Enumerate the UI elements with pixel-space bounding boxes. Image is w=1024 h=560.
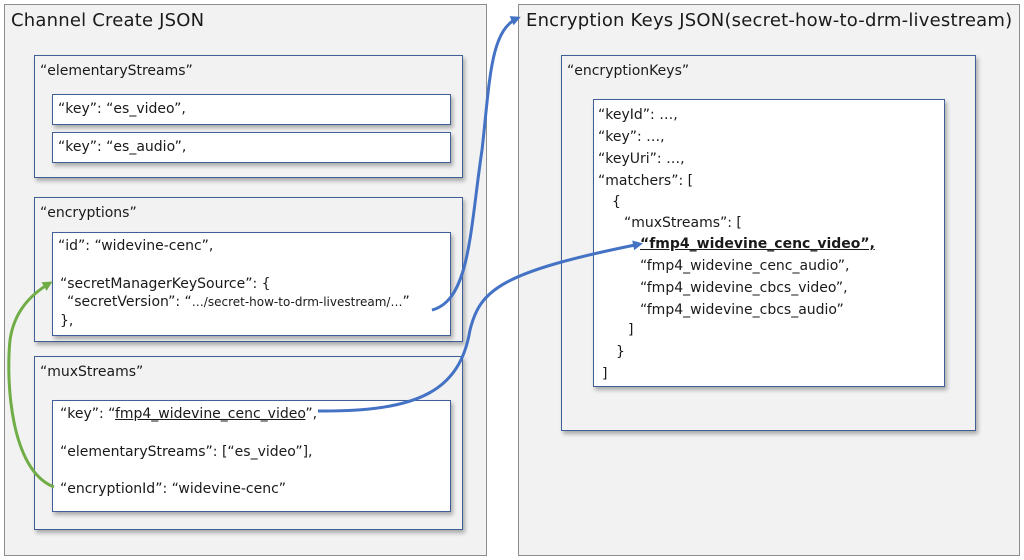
encryption-keys-box: “encryptionKeys” “keyId”: …, “key”: …, “… (561, 55, 976, 431)
matchers-line: “matchers”: [ (598, 173, 694, 189)
mux-key-prefix: “key”: “ (60, 406, 115, 422)
key-id-line: “keyId”: …, (598, 107, 678, 123)
encryption-entry: “id”: “widevine-cenc”, “secretManagerKey… (52, 232, 451, 336)
encryptions-box: “encryptions” “id”: “widevine-cenc”, “se… (34, 197, 463, 342)
es-video-row: “key”: “es_video”, (52, 94, 451, 125)
matcher-close-brace: } (616, 344, 625, 360)
secret-version-key: “secretVersion”: “ (67, 294, 192, 310)
matchers-close-bracket: ] (602, 366, 608, 382)
matcher-stream-cenc-video: “fmp4_widevine_cenc_video”, (640, 236, 875, 252)
key-line: “key”: …, (598, 129, 665, 145)
elementary-streams-box: “elementaryStreams” “key”: “es_video”, “… (34, 55, 463, 178)
encryption-close-line: }, (60, 313, 74, 329)
mux-elementary-streams-line: “elementaryStreams”: [“es_video”], (60, 444, 313, 460)
channel-create-title: Channel Create JSON (11, 10, 205, 31)
matcher-stream-cbcs-audio: “fmp4_widevine_cbcs_audio” (640, 302, 844, 318)
secret-version-end: ” (402, 294, 410, 310)
encryptions-header: “encryptions” (40, 205, 137, 221)
mux-streams-close-bracket: ] (628, 322, 634, 338)
mux-streams-box: “muxStreams” “key”: “fmp4_widevine_cenc_… (34, 356, 463, 530)
matcher-stream-cenc-audio: “fmp4_widevine_cenc_audio”, (640, 258, 850, 274)
mux-key-value: fmp4_widevine_cenc_video (114, 406, 306, 422)
matcher-stream-cbcs-video: “fmp4_widevine_cbcs_video”, (640, 280, 848, 296)
encryption-id-line: “id”: “widevine-cenc”, (58, 238, 214, 254)
matcher-open-brace: { (612, 194, 621, 210)
encryption-key-entry: “keyId”: …, “key”: …, “keyUri”: …, “matc… (593, 99, 945, 387)
key-uri-line: “keyUri”: …, (598, 151, 685, 167)
es-audio-text: “key”: “es_audio”, (58, 139, 187, 155)
secret-version-value: …/secret-how-to-drm-livestream/… (191, 295, 403, 309)
secret-version-line: “secretVersion”: “…/secret-how-to-drm-li… (67, 293, 410, 311)
mux-key-suffix: ”, (305, 406, 318, 422)
elementary-streams-header: “elementaryStreams” (40, 63, 193, 79)
encryption-keys-title: Encryption Keys JSON(secret-how-to-drm-l… (526, 10, 1013, 31)
mux-encryption-id-line: “encryptionId”: “widevine-cenc” (60, 481, 287, 497)
secret-manager-key-source-line: “secretManagerKeySource”: { (60, 276, 271, 292)
es-video-text: “key”: “es_video”, (58, 101, 186, 117)
matcher-mux-streams-line: “muxStreams”: [ (624, 215, 742, 231)
mux-stream-entry: “key”: “fmp4_widevine_cenc_video”, “elem… (52, 400, 451, 512)
mux-key-line: “key”: “fmp4_widevine_cenc_video”, (60, 405, 317, 423)
es-audio-row: “key”: “es_audio”, (52, 132, 451, 163)
encryption-keys-header: “encryptionKeys” (567, 63, 690, 79)
mux-streams-header: “muxStreams” (40, 364, 144, 380)
